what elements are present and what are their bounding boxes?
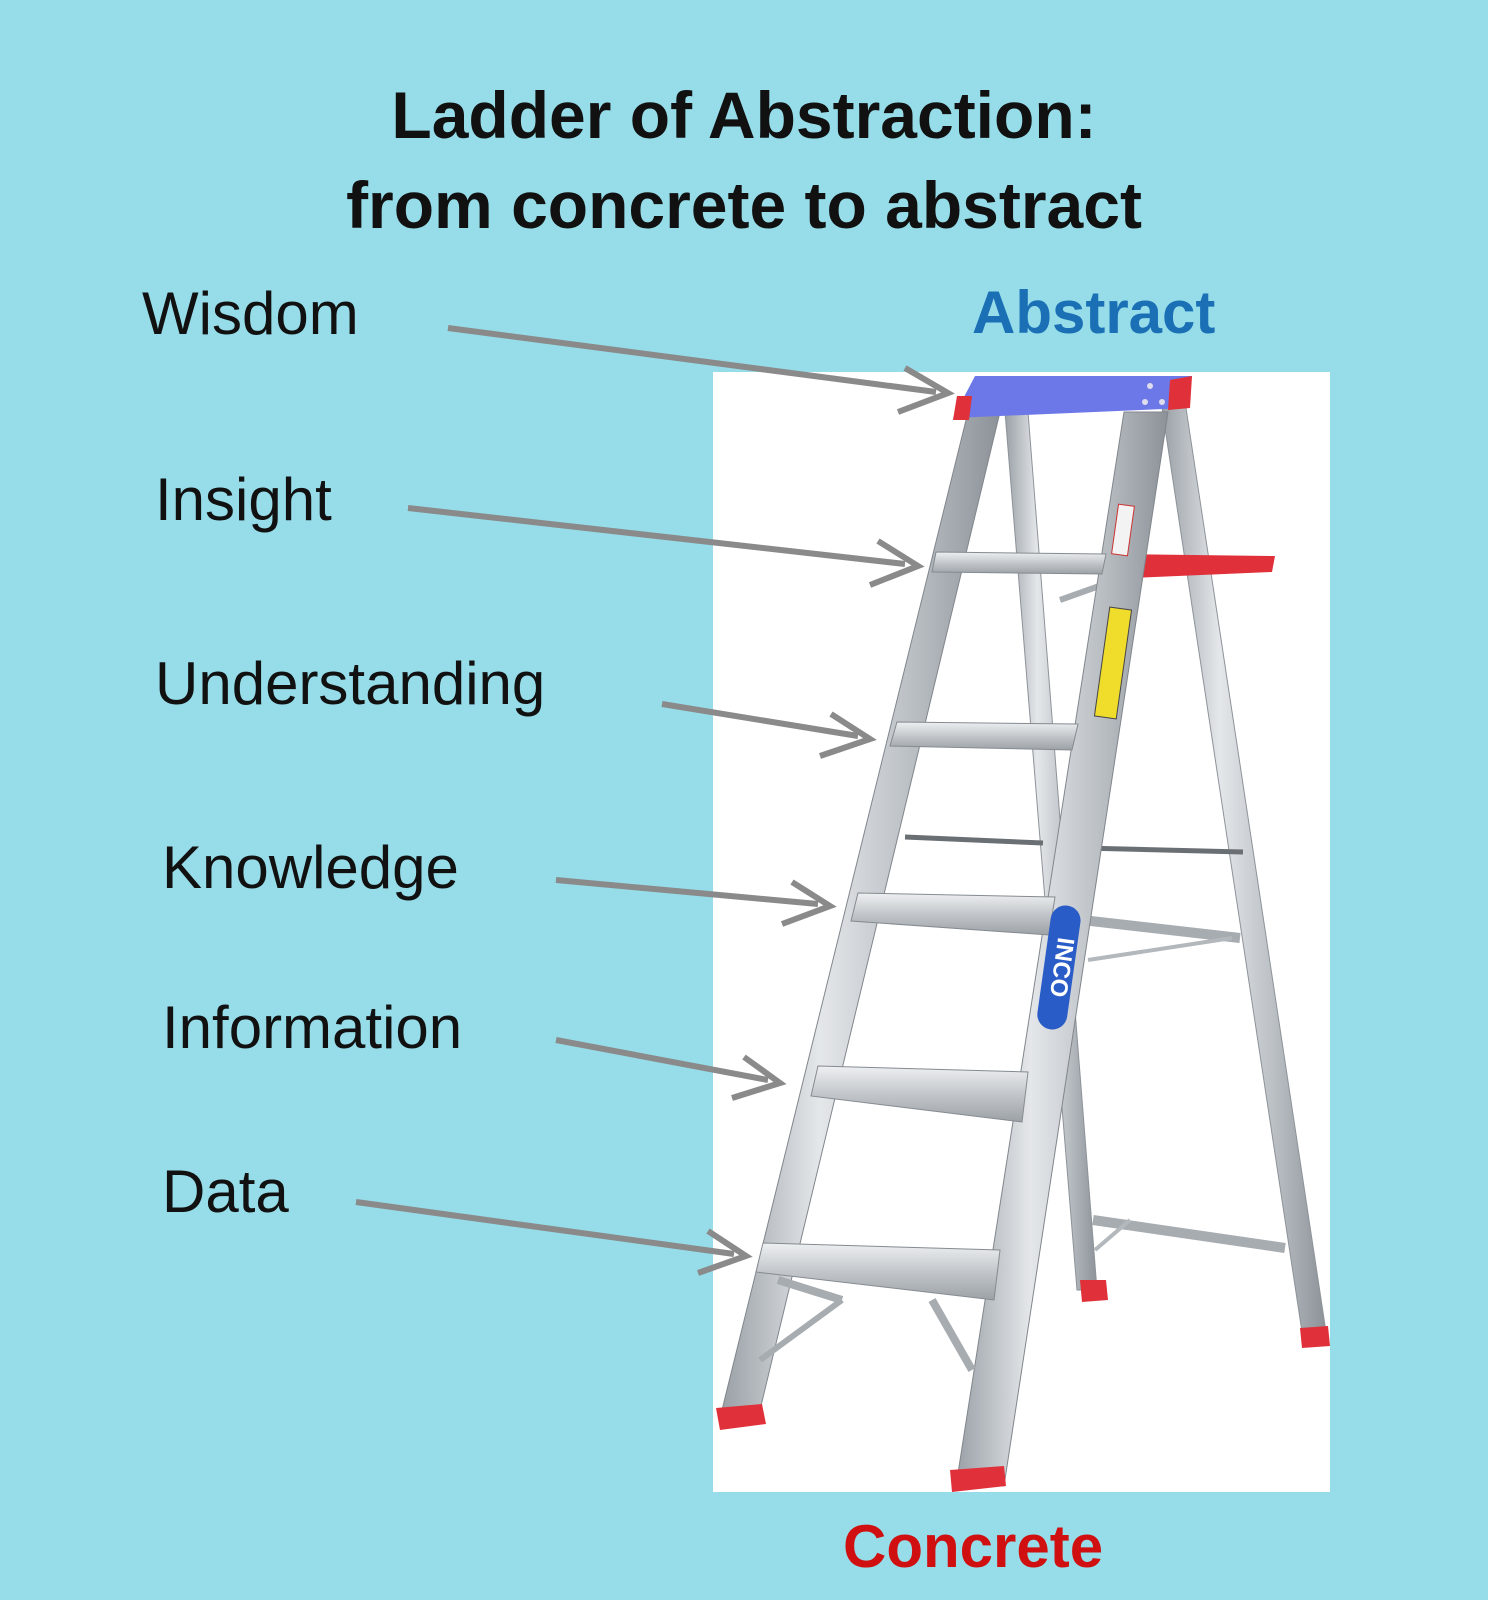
back-foot-right — [1300, 1326, 1330, 1348]
top-cap-red-trim-right — [1168, 376, 1192, 410]
arrow-information — [555, 1037, 787, 1101]
ladder-step-5 — [755, 1242, 1001, 1301]
top-cap-shelf — [953, 376, 1192, 418]
top-cap-rivet — [1147, 383, 1153, 389]
bottom-brace-diag — [758, 1297, 844, 1363]
caution-sticker — [1093, 606, 1133, 720]
top-cap-red-trim-left — [953, 396, 972, 420]
arrow-knowledge — [555, 877, 837, 927]
level-label-information: Information — [162, 994, 463, 1061]
warning-sticker — [1111, 503, 1135, 557]
arrow-data — [355, 1199, 753, 1276]
arrow-insight — [407, 505, 925, 588]
spreader-bar-right — [1082, 845, 1244, 855]
bottom-brace-left — [776, 1276, 844, 1304]
ladder-front-frame: INCO — [716, 411, 1169, 1492]
back-brace-lower — [1092, 1215, 1286, 1253]
bottom-brace-right — [928, 1298, 976, 1372]
level-label-wisdom: Wisdom — [142, 280, 359, 347]
brand-badge — [1037, 905, 1081, 1030]
front-foot-right — [950, 1466, 1006, 1492]
arrow-understanding — [661, 701, 877, 759]
front-foot-left — [716, 1404, 766, 1430]
back-rail-right — [1161, 407, 1327, 1333]
ladder-step-1 — [931, 551, 1107, 575]
level-label-knowledge: Knowledge — [162, 834, 459, 901]
level-label-insight: Insight — [155, 466, 332, 533]
back-foot-left — [1080, 1280, 1108, 1302]
level-label-data: Data — [162, 1158, 289, 1225]
diagram-title: Ladder of Abstraction: from concrete to … — [0, 70, 1488, 250]
ladder-back-frame — [904, 407, 1330, 1348]
ladder-top-cap — [953, 376, 1192, 420]
spreader-bar-left — [904, 834, 1044, 846]
top-cap-rivet — [1142, 399, 1148, 405]
title-line-1: Ladder of Abstraction: — [391, 78, 1097, 152]
ladder-step-2 — [889, 721, 1079, 751]
level-arrows — [355, 325, 955, 1276]
abstract-label: Abstract — [972, 279, 1216, 346]
back-brace-upper — [1081, 915, 1241, 943]
title-line-2: from concrete to abstract — [346, 168, 1142, 242]
paint-tray — [1108, 554, 1275, 578]
arrow-wisdom — [447, 325, 955, 415]
ladder-step-3 — [850, 892, 1056, 936]
back-cross-brace-b — [1093, 1218, 1132, 1252]
level-label-understanding: Understanding — [155, 650, 546, 717]
concrete-label: Concrete — [843, 1513, 1104, 1580]
top-cap-rivet — [1159, 399, 1165, 405]
back-cross-brace-a — [1087, 936, 1233, 962]
ladder-step-4 — [810, 1065, 1029, 1123]
